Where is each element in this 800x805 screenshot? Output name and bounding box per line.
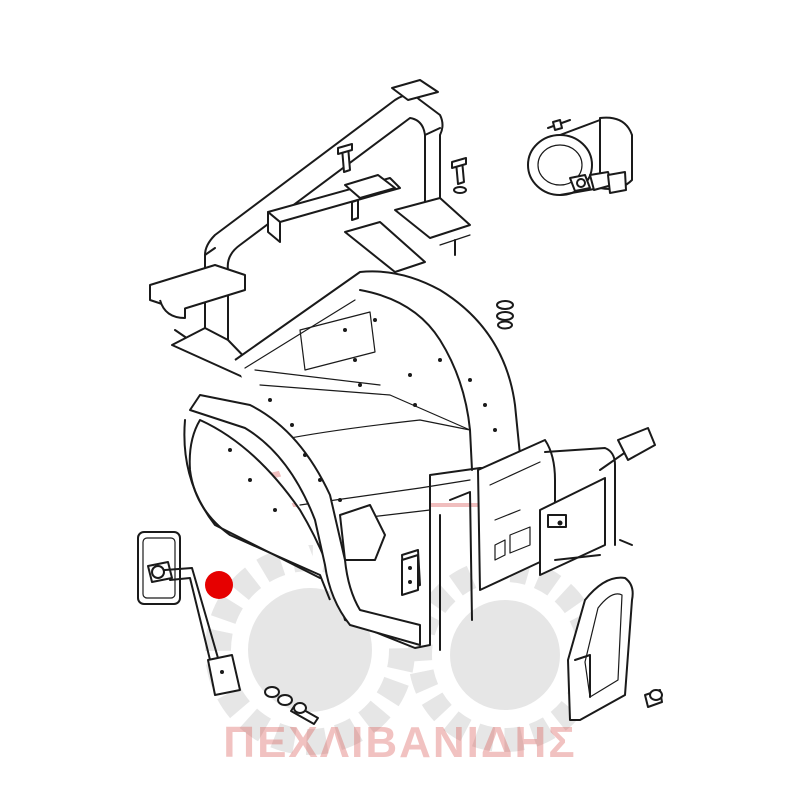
mudguard-fender	[183, 270, 521, 649]
side-mirror	[137, 531, 241, 696]
highlight-marker	[205, 571, 233, 599]
watermark-gear-right	[408, 558, 602, 752]
work-lamp	[527, 116, 633, 196]
watermark-text: ΠΕΧΛΙΒΑΝΙΔΗΣ	[223, 718, 577, 767]
rollover-bar	[149, 79, 471, 379]
bolts-and-washers	[264, 143, 663, 725]
control-panel	[401, 427, 656, 651]
mud-flap	[567, 576, 634, 721]
fender-rivets	[228, 318, 497, 512]
